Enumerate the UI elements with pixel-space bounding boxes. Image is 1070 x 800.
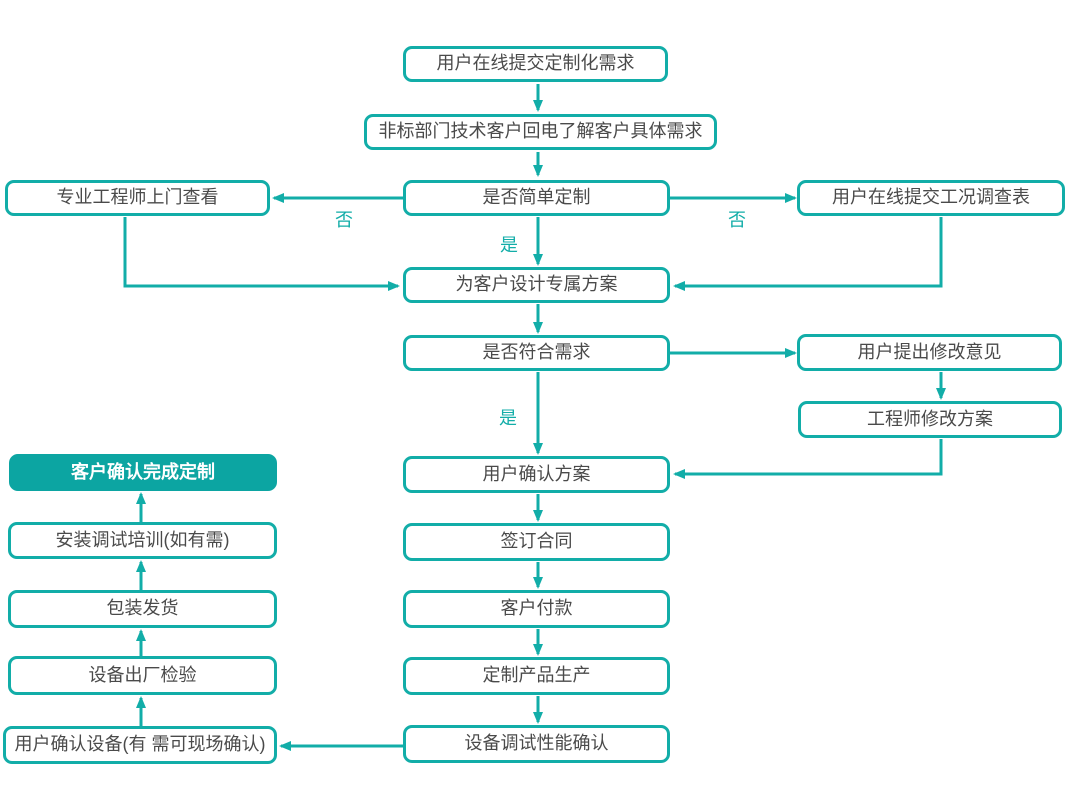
edge-label-yes-mid: 是 <box>499 408 517 428</box>
decision-simple-customization: 是否简单定制 <box>403 180 670 216</box>
node-submit-condition-survey: 用户在线提交工况调查表 <box>797 180 1065 216</box>
node-user-confirm-equipment: 用户确认设备(有 需可现场确认) <box>3 726 277 764</box>
node-user-confirm-plan: 用户确认方案 <box>403 456 670 493</box>
node-design-exclusive-plan: 为客户设计专属方案 <box>403 267 670 303</box>
node-submit-custom-requirement: 用户在线提交定制化需求 <box>403 46 668 82</box>
node-equipment-debug-confirm: 设备调试性能确认 <box>403 725 670 763</box>
edge-survey-to-design <box>673 217 943 291</box>
decision-meets-requirements: 是否符合需求 <box>403 335 670 371</box>
edge-label-no-right: 否 <box>728 210 746 230</box>
node-engineer-revise-plan: 工程师修改方案 <box>798 401 1062 438</box>
edge-label-yes-top: 是 <box>500 235 518 255</box>
edge-revise-to-confirm-plan <box>673 439 943 479</box>
node-callback-understand-needs: 非标部门技术客户回电了解客户具体需求 <box>364 114 717 150</box>
node-engineer-onsite-visit: 专业工程师上门查看 <box>5 180 270 216</box>
node-custom-production: 定制产品生产 <box>403 657 670 695</box>
edge-label-no-left: 否 <box>335 210 353 230</box>
node-customer-confirm-complete: 客户确认完成定制 <box>9 454 277 491</box>
node-install-debug-training: 安装调试培训(如有需) <box>8 522 277 559</box>
node-packing-shipping: 包装发货 <box>8 590 277 628</box>
node-sign-contract: 签订合同 <box>403 523 670 561</box>
edge-visit-to-design <box>123 217 400 291</box>
node-user-revision-feedback: 用户提出修改意见 <box>797 334 1062 371</box>
node-customer-payment: 客户付款 <box>403 590 670 628</box>
node-factory-inspection: 设备出厂检验 <box>8 656 277 695</box>
